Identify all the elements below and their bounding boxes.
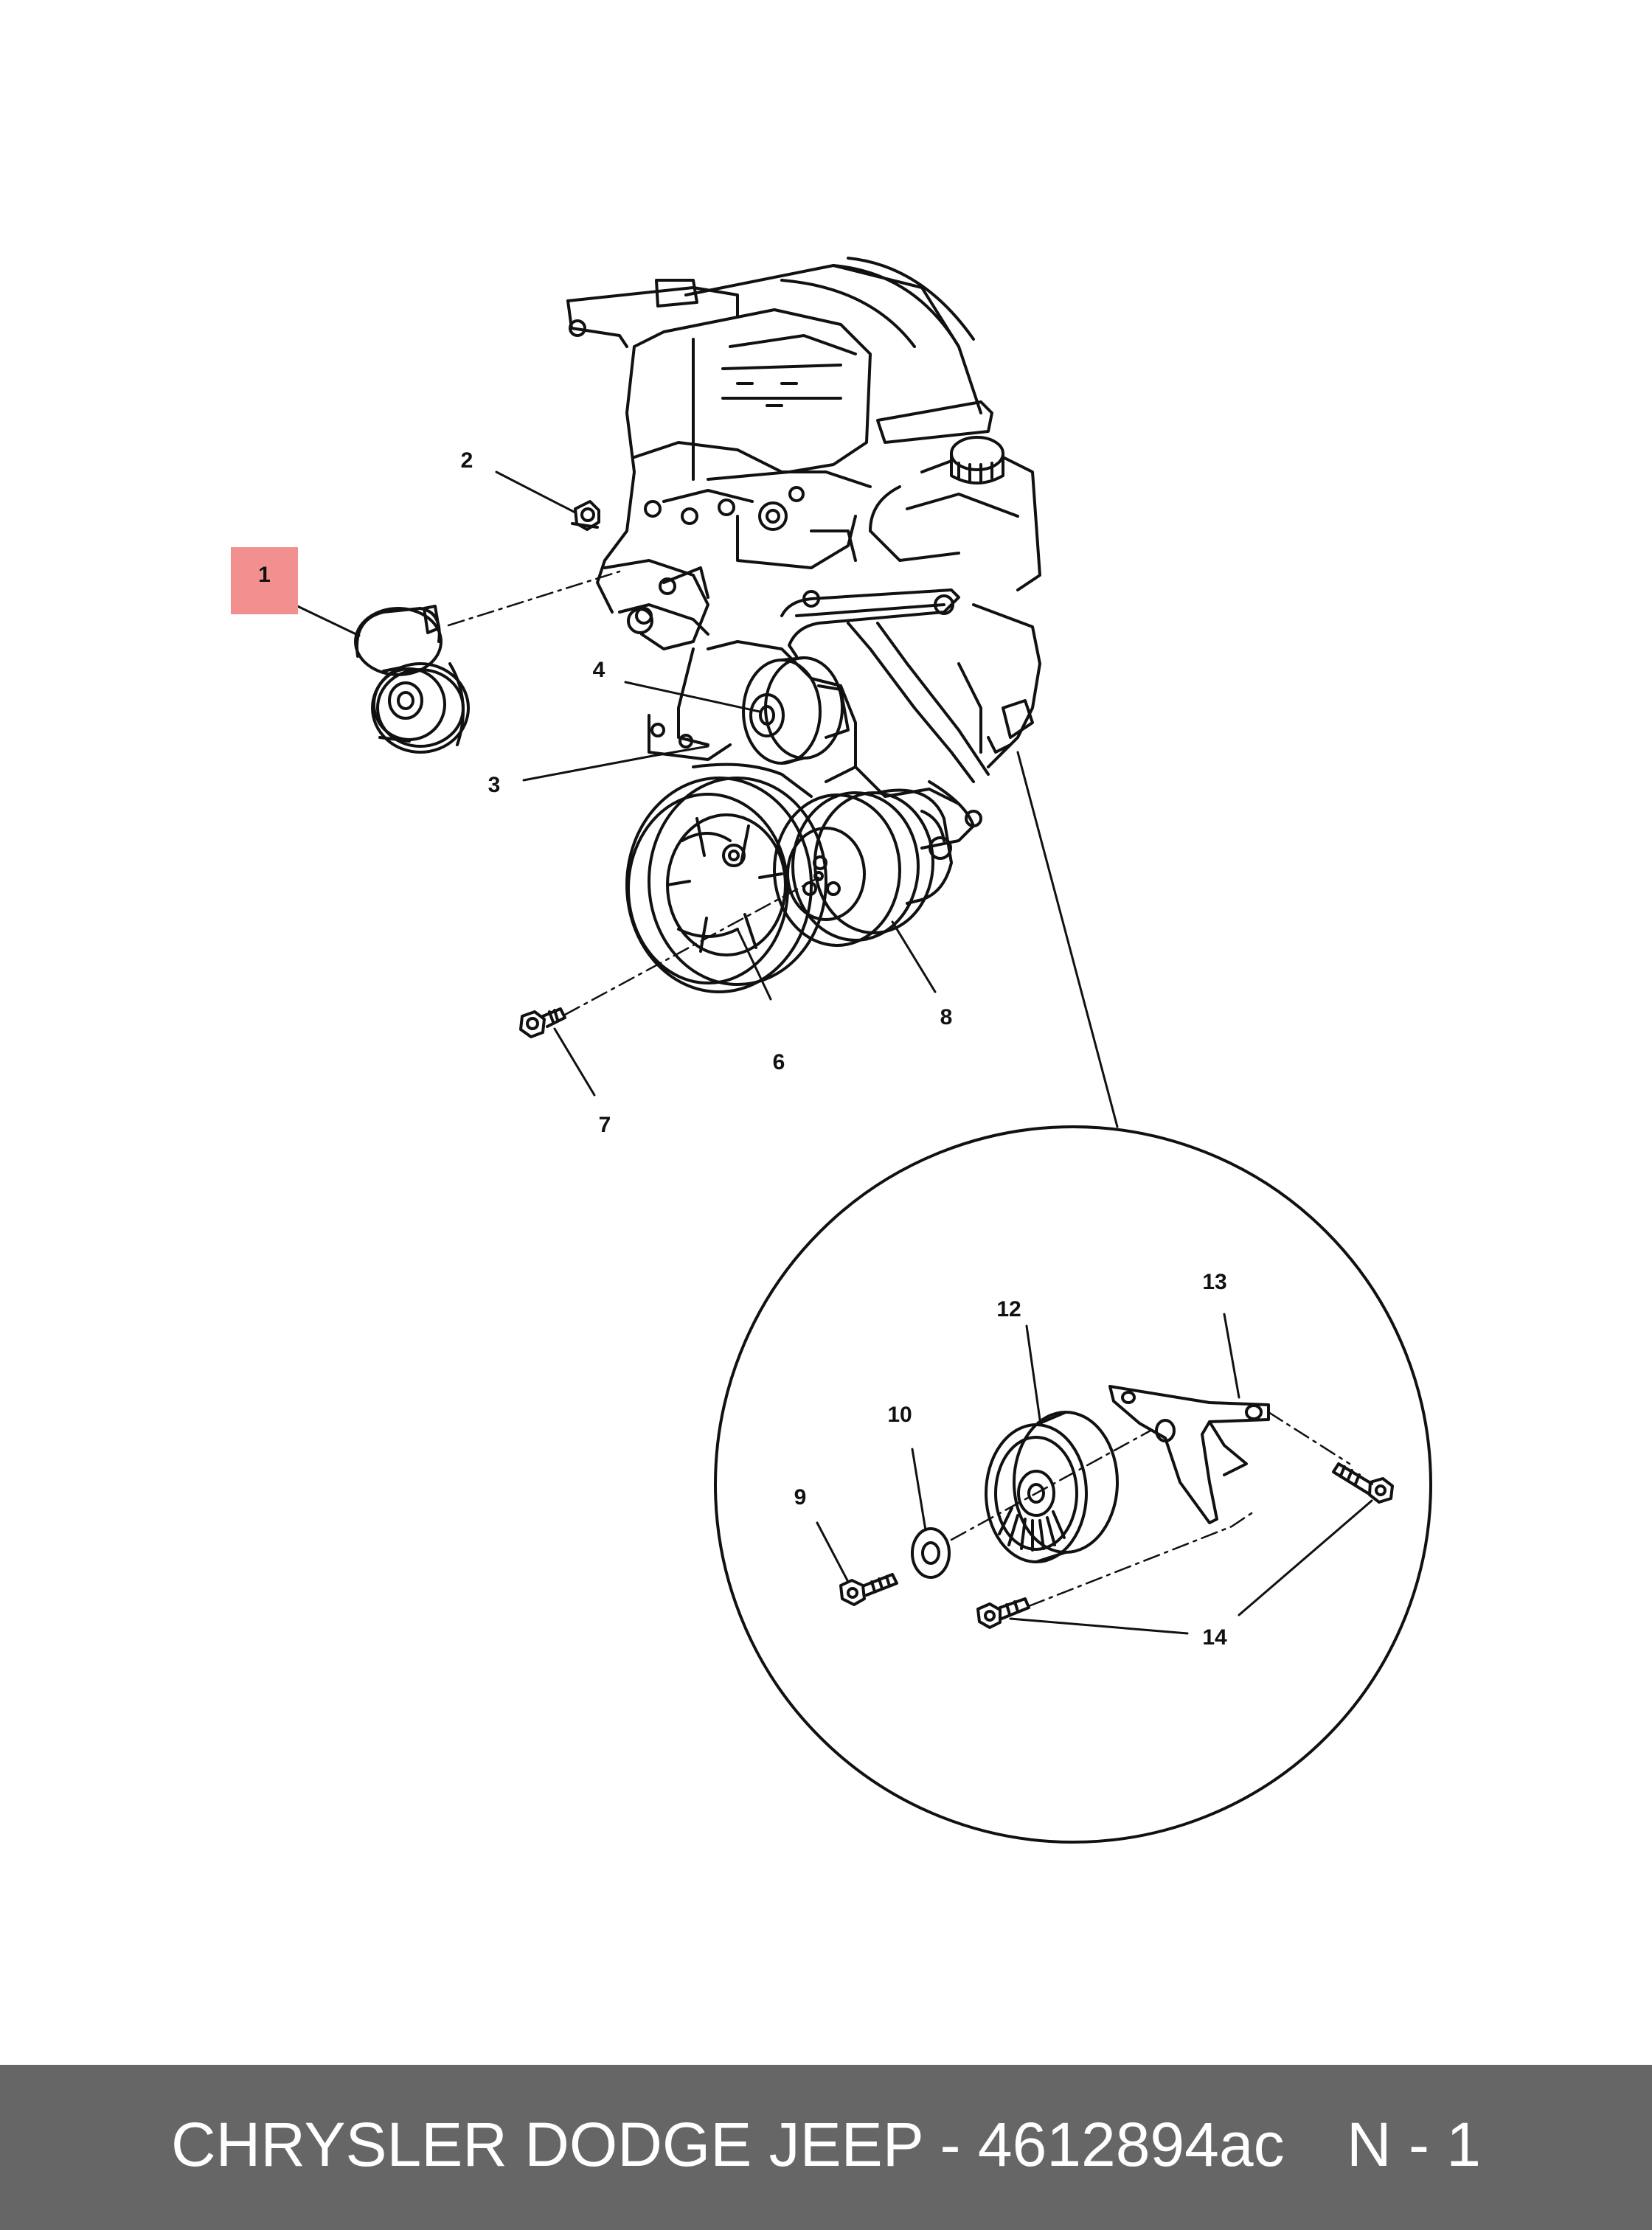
idler-pulley-4-drawing — [742, 656, 850, 765]
callout-14: 14 — [1202, 1625, 1227, 1650]
idler-pulley-12-drawing — [985, 1411, 1119, 1563]
bolts-14-drawing — [976, 1462, 1394, 1629]
highlight-box — [231, 547, 298, 614]
bolt-9-drawing — [839, 1573, 898, 1606]
callout-9: 9 — [794, 1485, 807, 1510]
washer-10-drawing — [911, 1527, 951, 1579]
detail-leader-lines — [816, 1313, 1373, 1635]
callout-8: 8 — [940, 1005, 953, 1029]
center-lines — [447, 570, 820, 1016]
bolt-7-drawing — [519, 1007, 566, 1038]
callout-6: 6 — [773, 1050, 785, 1074]
footer-page-label: N - 1 — [1347, 2110, 1482, 2179]
crankshaft-pulley-6-drawing — [625, 777, 827, 993]
leader-lines — [290, 470, 1119, 1128]
callout-12: 12 — [996, 1297, 1021, 1321]
detail-view-circle — [714, 1125, 1432, 1844]
parts-diagram: 2 4 3 8 6 7 13 12 10 9 14 — [290, 257, 1432, 1844]
nut-2-drawing — [571, 500, 600, 531]
detail-center-lines — [950, 1411, 1351, 1608]
callout-3: 3 — [488, 773, 501, 797]
engine-block-drawing — [566, 257, 1041, 850]
bracket-13-drawing — [1108, 1385, 1270, 1524]
callout-1: 1 — [258, 562, 271, 587]
footer-title: CHRYSLER DODGE JEEP - 4612894ac — [171, 2110, 1285, 2179]
belt-tensioner-1-drawing — [354, 605, 470, 754]
callout-4: 4 — [593, 658, 605, 682]
water-pump-pulley-8-drawing — [773, 788, 953, 947]
callout-2: 2 — [461, 448, 473, 473]
callout-13: 13 — [1202, 1270, 1226, 1294]
callout-7: 7 — [599, 1113, 611, 1137]
footer-bar: CHRYSLER DODGE JEEP - 4612894ac N - 1 — [0, 2065, 1652, 2230]
callout-10: 10 — [887, 1403, 912, 1427]
